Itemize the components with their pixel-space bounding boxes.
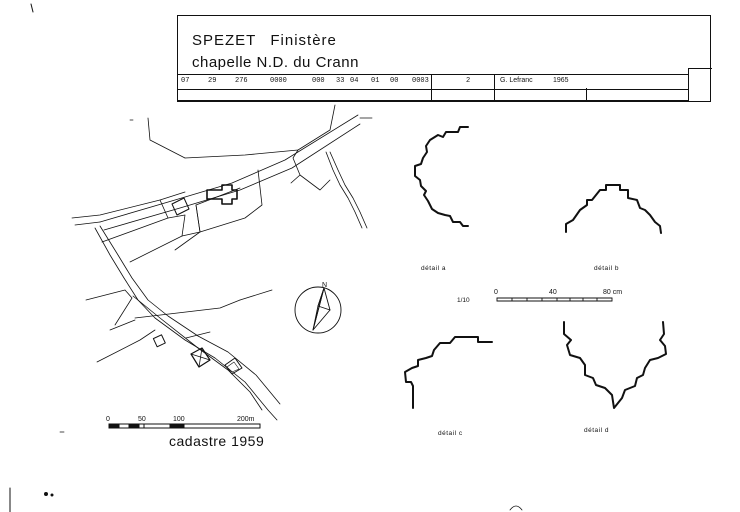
parcel-line: [85, 289, 133, 326]
code-field-9: 00: [390, 77, 399, 85]
corner-line: [688, 68, 712, 69]
edifice-name: chapelle N.D. du Crann: [192, 54, 359, 71]
cadastre-map: [59, 104, 373, 433]
parcel-line: [109, 319, 136, 331]
code-field-6: 33: [336, 77, 345, 85]
bottom-row-line: [178, 100, 688, 101]
building-outline: [171, 197, 190, 216]
code-commune: 276: [235, 77, 248, 85]
corner-mark: [30, 3, 34, 13]
parcel-line: [96, 329, 156, 363]
road-edge: [103, 123, 361, 231]
code-field-11: 2: [466, 77, 471, 85]
departement-name: Finistère: [270, 32, 337, 49]
drawing-year: 1965: [553, 77, 569, 84]
road-edge: [99, 225, 281, 405]
parcel-line: [159, 187, 241, 237]
profile-detail-b: [565, 184, 662, 234]
col-sep-2: [494, 74, 495, 100]
code-field-10: 0003: [412, 77, 429, 85]
label-detail-b: détail b: [594, 265, 619, 272]
road-edge: [132, 295, 263, 411]
road-edge: [74, 221, 101, 226]
parcel-line: [292, 149, 331, 191]
label-detail-a: détail a: [421, 265, 446, 272]
col-sep-4: [688, 68, 689, 101]
code-region: 07: [181, 77, 190, 85]
detail-scale-tick-40: 40: [549, 289, 557, 296]
detail-scale-bar: [496, 297, 613, 302]
profile-detail-a: [414, 126, 469, 227]
building-outline: [224, 357, 243, 375]
author-name: G. Lefranc: [500, 77, 533, 84]
label-detail-d: détail d: [584, 427, 609, 434]
parcel-line: [174, 231, 201, 251]
stray-dot: [50, 493, 54, 497]
code-field-8: 01: [371, 77, 380, 85]
road-edge: [71, 191, 186, 219]
chapel-plan: [206, 184, 238, 205]
cad-scale-tick-50: 50: [138, 416, 146, 423]
parcel-line: [147, 117, 186, 159]
detail-scale-tick-0: 0: [494, 289, 498, 296]
north-label: N: [322, 282, 327, 289]
parcel-line: [184, 104, 336, 159]
commune-name: SPEZET: [192, 32, 257, 49]
col-sep-1: [431, 74, 432, 100]
profile-detail-c: [404, 336, 493, 409]
building-outline: [226, 361, 240, 373]
detail-scale-ratio: 1/10: [457, 297, 470, 304]
detail-scale-tick-80: 80 cm: [603, 289, 622, 296]
cad-scale-tick-200: 200m: [237, 416, 255, 423]
road-edge: [99, 114, 359, 223]
parcel-line: [290, 174, 301, 184]
code-field-4: 0000: [270, 77, 287, 85]
building-outline: [152, 334, 166, 348]
road-edge: [94, 227, 278, 421]
parcel-line: [134, 299, 241, 319]
title-line-1: SPEZET Finistère: [192, 32, 337, 49]
label-detail-c: détail c: [438, 430, 463, 437]
cadastre-label: cadastre 1959: [169, 433, 265, 449]
stream: [325, 151, 363, 229]
cadastre-scale-bar: [108, 423, 261, 429]
parcel-line: [239, 289, 273, 301]
parcel-line: [195, 169, 263, 233]
north-compass: [294, 286, 342, 334]
cad-scale-tick-100: 100: [173, 416, 185, 423]
col-sep-3: [586, 88, 587, 100]
cad-scale-tick-0: 0: [106, 416, 110, 423]
code-departement: 29: [208, 77, 217, 85]
code-field-7: 04: [350, 77, 359, 85]
code-row: 07 29 276 0000 000 33 04 01 00 0003 2 G.…: [178, 74, 688, 90]
parcel-line: [185, 331, 211, 339]
stray-dot: [44, 492, 48, 496]
code-field-5: 000: [312, 77, 325, 85]
stray-mark: [509, 505, 523, 511]
parcel-line: [101, 217, 169, 243]
title-block: SPEZET Finistère chapelle N.D. du Crann 0…: [177, 15, 712, 102]
building-roof: [190, 347, 211, 368]
profile-detail-d: [563, 321, 667, 409]
stream: [329, 151, 368, 229]
parcel-line: [129, 235, 183, 263]
